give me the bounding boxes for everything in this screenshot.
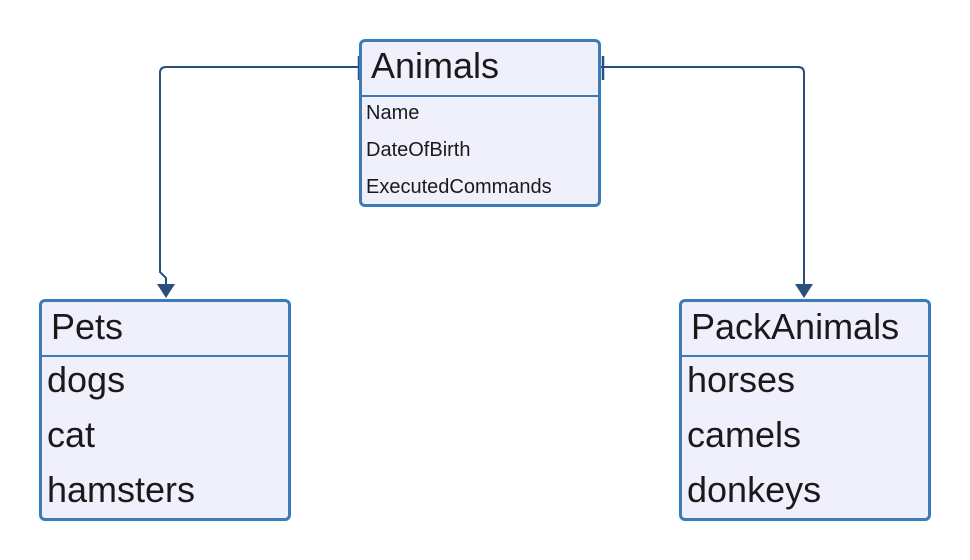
entity-pets-attr-cat: cat xyxy=(47,414,96,455)
arrowhead-packanimals-icon xyxy=(795,284,813,298)
entity-animals[interactable]: Animals Name DateOfBirth ExecutedCommand… xyxy=(359,39,601,207)
entity-animals-attr-name: Name xyxy=(366,102,420,124)
entity-packanimals-attr-camels: camels xyxy=(687,414,802,455)
arrowhead-pets-icon xyxy=(157,284,175,298)
entity-animals-attr-dateofbirth: DateOfBirth xyxy=(366,139,471,161)
entity-pets-attr-dogs: dogs xyxy=(47,359,126,400)
entity-animals-title: Animals xyxy=(362,42,598,97)
entity-packanimals-title: PackAnimals xyxy=(682,302,928,357)
entity-packanimals[interactable]: PackAnimals horses camels donkeys xyxy=(679,299,931,521)
entity-pets[interactable]: Pets dogs cat hamsters xyxy=(39,299,291,521)
connector-animals-to-pets xyxy=(159,66,359,286)
entity-animals-attr-executedcommands: ExecutedCommands xyxy=(366,176,552,198)
entity-pets-title: Pets xyxy=(42,302,288,357)
entity-pets-attr-hamsters: hamsters xyxy=(47,469,196,510)
entity-packanimals-attr-horses: horses xyxy=(687,359,796,400)
entity-packanimals-attr-donkeys: donkeys xyxy=(687,469,822,510)
connector-animals-to-packanimals xyxy=(601,66,805,286)
